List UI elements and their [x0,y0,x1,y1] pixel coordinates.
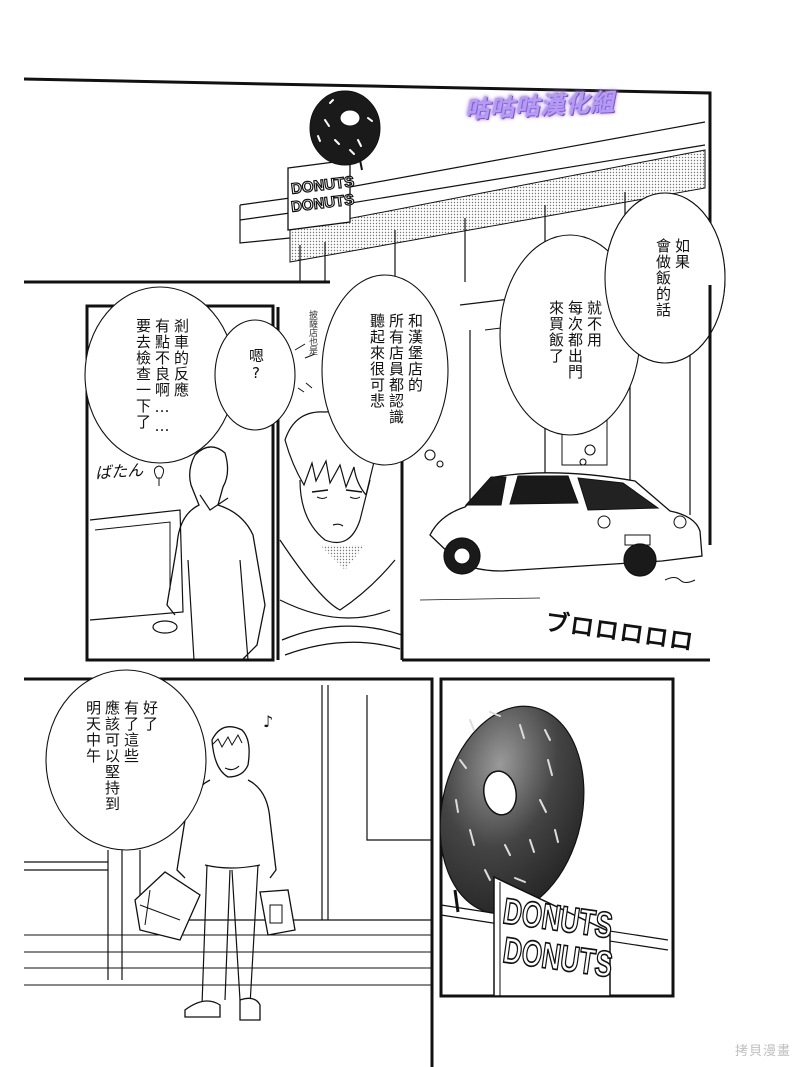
bubble-1a-text: 如果 會做飯的話 [654,238,691,318]
panel-3-side-note: 披薩店也是 [307,310,317,355]
site-watermark: 拷貝漫畫 [735,1044,792,1059]
sfx-door-slam: ばたん [94,460,144,483]
bubble-5a-shape [45,669,207,851]
bubble-3a-text: 和漢堡店的 所有店員都認識 聽起來很可悲 [368,313,424,425]
panel-4-art [400,274,712,662]
bubble-3a-shape [321,274,449,466]
panel-5-art: ♪ [24,677,434,1067]
bubble-2b-shape [214,319,296,431]
panel-6-art [439,677,675,998]
svg-text:♪: ♪ [263,712,273,731]
bubble-5a-text: 好了 有了這些 應該可以堅持到 明天中午 [84,700,159,812]
bubble-4a-text: 就不用 每次都出門 來買飯了 [547,300,603,380]
bubble-2b-text: 嗯? [247,348,265,383]
bubble-2a-text: 剎車的反應 有點不良啊…… 要去檢查一下了 [134,318,190,436]
